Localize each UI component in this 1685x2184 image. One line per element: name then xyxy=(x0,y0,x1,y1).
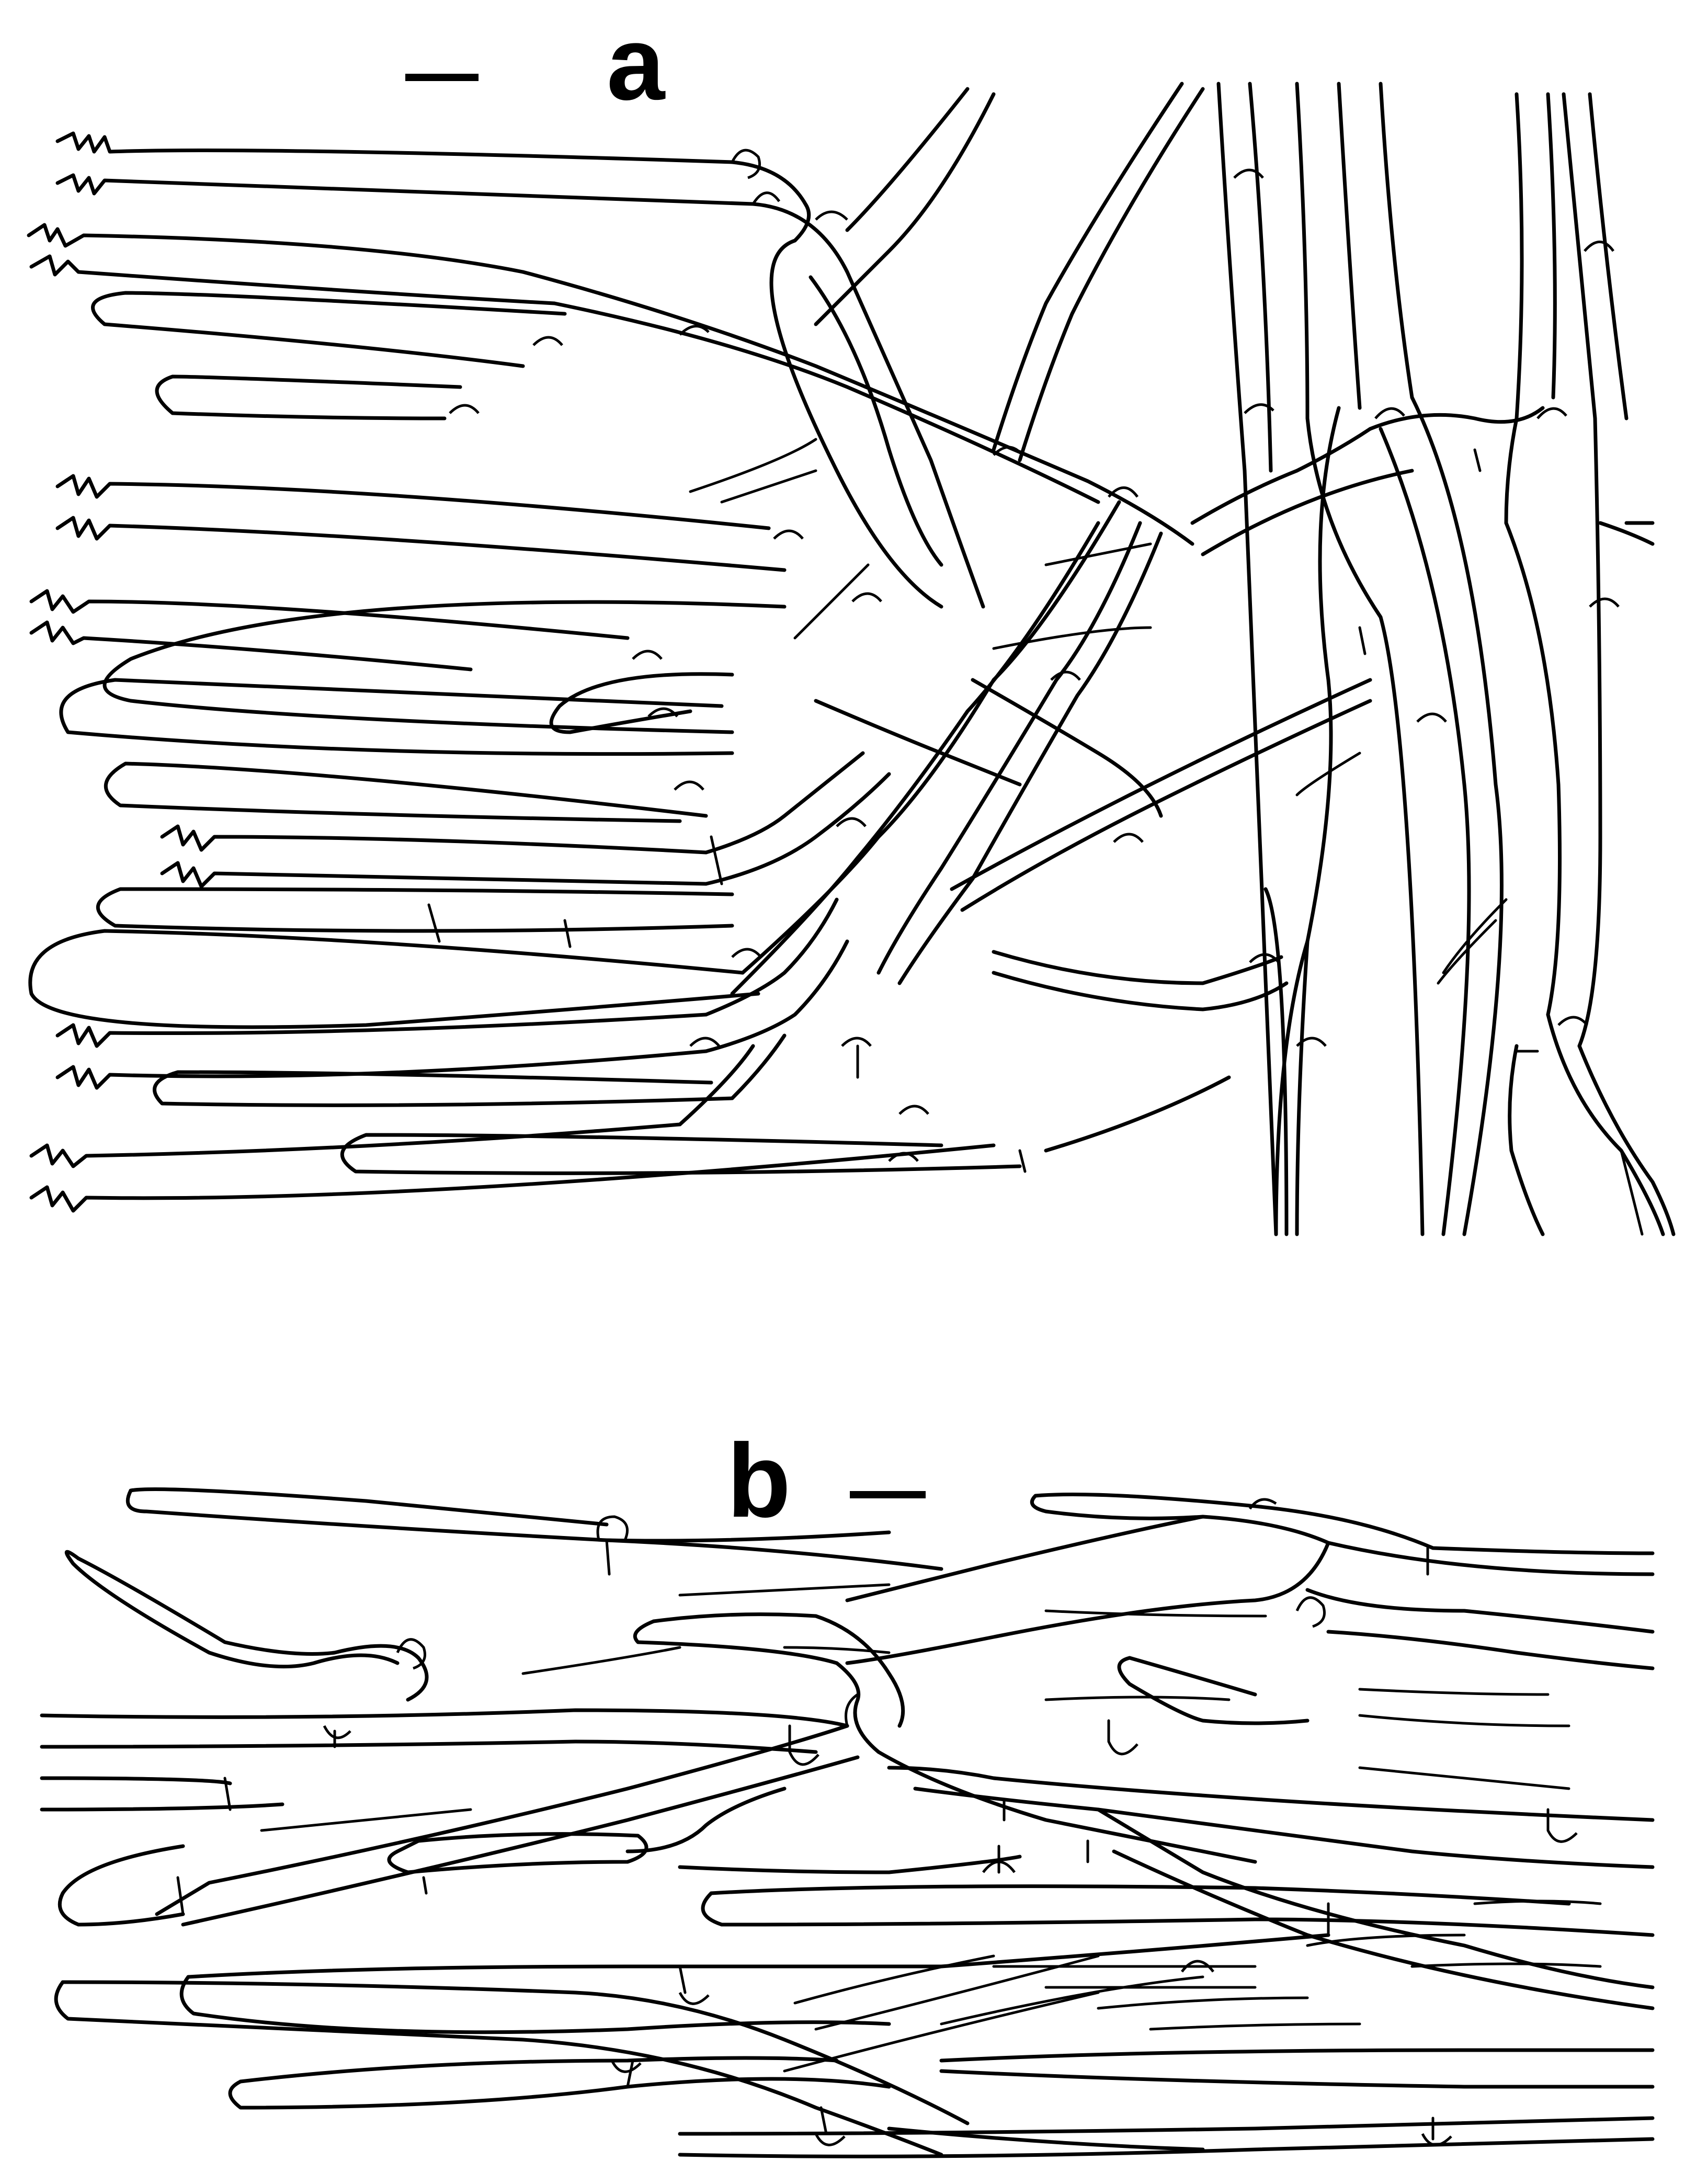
panel-a-clamps xyxy=(427,149,1620,1173)
panel-b-background-hyphae xyxy=(260,1583,1602,2073)
panel-b-clamps xyxy=(176,1498,1578,2146)
panel-a-vertical-hyphae xyxy=(1216,82,1676,1236)
panel-a-branching-hyphae xyxy=(521,82,1414,1153)
panel-a-terminal-hyphae xyxy=(28,291,1022,1175)
panel-a-background-hyphae xyxy=(689,438,1644,1236)
panel-b-label: b xyxy=(727,1423,791,1539)
panel-a-label: a xyxy=(607,5,666,122)
panel-b-hyphae xyxy=(40,1487,1655,2158)
panel-b: b xyxy=(40,1423,1655,2158)
panel-a: a xyxy=(27,5,1676,1236)
